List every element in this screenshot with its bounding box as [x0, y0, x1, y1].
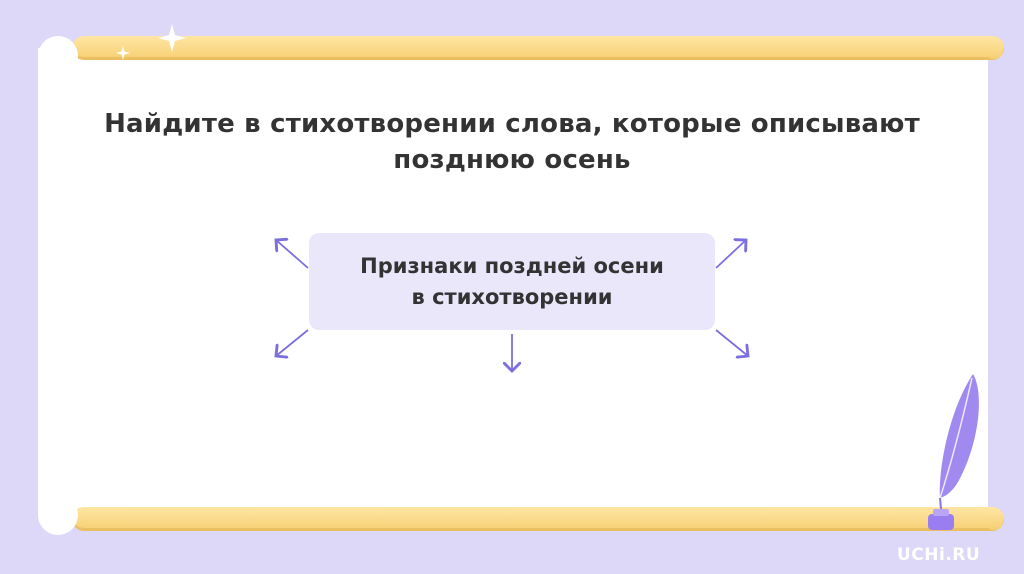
feather-quill-icon [918, 372, 988, 542]
arrow-up-left-icon [276, 240, 308, 268]
inkwell-icon [928, 509, 954, 530]
arrow-down-right-icon [716, 330, 748, 356]
arrow-down-left-icon [276, 330, 308, 356]
uchi-ru-logo: UCHi.RU [897, 545, 980, 565]
arrow-up-right-icon [716, 240, 746, 268]
